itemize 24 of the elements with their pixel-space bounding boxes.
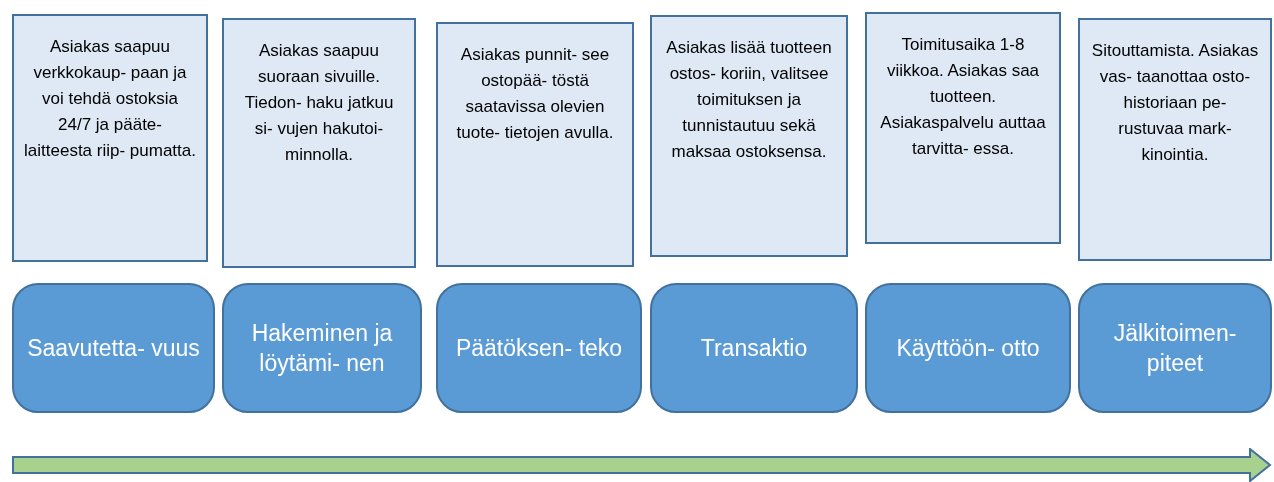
description-text: Asiakas lisää tuotteen ostos- koriin, valitsee toimituksen ja tunnistautuu sekä maksaa ostoksensa. <box>665 37 833 163</box>
text-box <box>12 14 208 262</box>
stage-box <box>222 283 422 413</box>
stage-box <box>650 283 858 413</box>
stage-name: Käyttöön- otto <box>896 334 1040 363</box>
description-text: Asiakas punnit- see ostopää- töstä saatavissa olevien tuote- tietojen avulla. <box>455 44 615 144</box>
stage-box <box>436 283 642 413</box>
text-box <box>1078 18 1272 261</box>
text-box <box>222 18 416 268</box>
stage-box <box>12 283 215 413</box>
text-box <box>650 15 848 257</box>
stage-name: Saavutetta- vuus <box>27 334 200 363</box>
stage-name: Päätöksen- teko <box>455 334 623 363</box>
description-text: Sitouttamista. Asiakas vas- taanottaa osto- historiaan pe- rustuvaa mark- kinointia. <box>1090 40 1260 166</box>
stage-name: Hakeminen ja löytämi- nen <box>250 319 394 378</box>
stage-box <box>1078 283 1272 413</box>
description-text: Asiakas saapuu suoraan sivuille. Tiedon- haku jatkuu si- vujen hakutoi- minnolla. <box>243 40 395 166</box>
text-box <box>865 12 1061 244</box>
description-text: Asiakas saapuu verkkokaup- paan ja voi tehdä ostoksia 24/7 ja pääte- laitteesta riip- pumatta. <box>24 36 196 162</box>
text-box <box>436 22 634 267</box>
stage-box <box>865 283 1071 413</box>
description-text: Toimitusaika 1-8 viikkoa. Asiakas saa tuotteen. Asiakaspalvelu auttaa tarvitta- essa. <box>879 34 1047 160</box>
stage-name: Transaktio <box>700 334 808 363</box>
stage-name: Jälkitoimen- piteet <box>1112 319 1238 378</box>
